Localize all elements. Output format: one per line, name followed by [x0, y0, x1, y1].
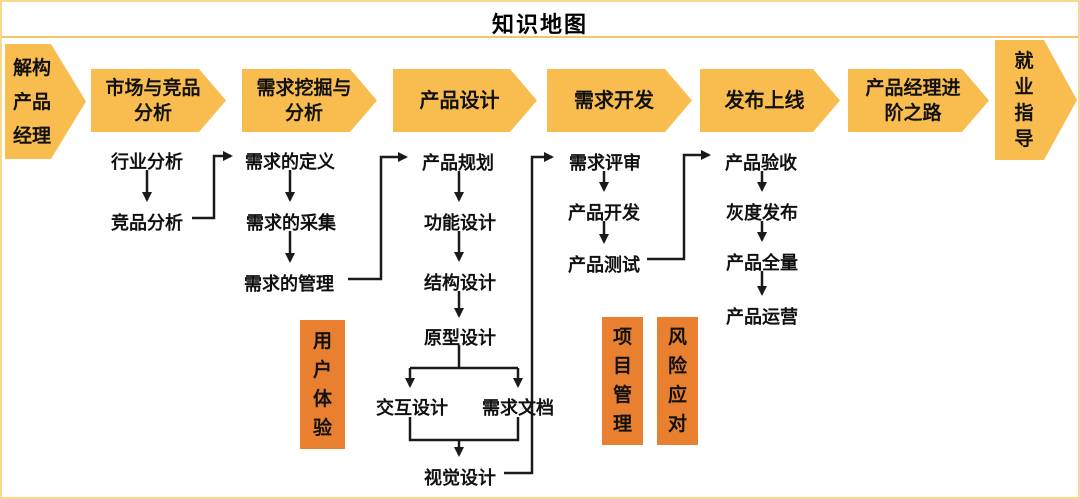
- merge-bar-to-visual: [408, 417, 520, 442]
- stage-market-competitor-analysis: 市场与竞品 分析: [91, 69, 226, 132]
- node-product-operation: 产品运营: [726, 307, 798, 328]
- stage-label-line: 指: [1014, 102, 1034, 124]
- sidebox-label: 用户体验: [312, 329, 332, 439]
- title-separator-line: [2, 36, 1078, 38]
- stage-label-line: 产品设计: [419, 88, 500, 112]
- stage-label-line: 需求挖掘与: [256, 76, 352, 99]
- sidebox-label: 项目管理: [612, 326, 632, 435]
- stage-label-line: 分析: [284, 101, 323, 124]
- stage-label-line: 产品经理进: [865, 76, 961, 99]
- sidebox-user-experience: 用户体验: [300, 320, 345, 449]
- node-function-design: 功能设计: [424, 213, 496, 234]
- node-prototype-design: 原型设计: [424, 328, 496, 349]
- elbow-test-to-acceptance: [647, 150, 711, 261]
- elbow-reqmanage-to-planning: [348, 152, 408, 281]
- stage-label-line: 解构: [12, 56, 51, 79]
- node-structure-design: 结构设计: [424, 273, 496, 294]
- node-product-development: 产品开发: [568, 203, 640, 224]
- node-requirement-review: 需求评审: [569, 153, 641, 174]
- sidebox-risk-response: 风险应对: [657, 317, 698, 445]
- node-requirement-collection: 需求的采集: [246, 213, 336, 234]
- page-title: 知识地图: [491, 13, 588, 38]
- node-requirement-doc: 需求文档: [482, 398, 554, 419]
- stage-label-line: 分析: [133, 101, 172, 124]
- sidebox-project-management: 项目管理: [602, 317, 643, 445]
- stage-label-line: 就: [1014, 50, 1034, 72]
- node-gray-release: 灰度发布: [726, 203, 798, 224]
- stage-requirement-mining: 需求挖掘与 分析: [242, 69, 377, 132]
- stage-product-design: 产品设计: [393, 69, 537, 132]
- node-requirement-management: 需求的管理: [244, 274, 334, 295]
- node-requirement-definition: 需求的定义: [245, 152, 335, 173]
- stage-pm-advanced-path: 产品经理进 阶之路: [848, 69, 989, 132]
- stage-label-line: 市场与竞品: [105, 76, 201, 99]
- node-full-release: 产品全量: [726, 253, 798, 274]
- elbow-competitor-to-reqdef: [192, 151, 233, 220]
- stage-launch: 发布上线: [700, 69, 840, 132]
- stage-label-line: 导: [1014, 128, 1034, 150]
- node-visual-design: 视觉设计: [424, 468, 496, 489]
- node-product-acceptance: 产品验收: [725, 153, 797, 174]
- stage-label-line: 业: [1014, 76, 1034, 98]
- node-industry-analysis: 行业分析: [111, 152, 183, 173]
- node-product-planning: 产品规划: [422, 153, 494, 174]
- node-competitor-analysis: 竞品分析: [111, 213, 183, 234]
- stage-label-line: 经理: [12, 124, 51, 147]
- stage-label-line: 阶之路: [884, 101, 942, 124]
- node-product-testing: 产品测试: [568, 255, 640, 276]
- sidebox-label: 风险应对: [667, 326, 687, 435]
- stage-requirement-development: 需求开发: [547, 69, 692, 132]
- stage-label-line: 产品: [12, 90, 51, 113]
- node-interaction-design: 交互设计: [376, 398, 448, 419]
- stage-label-line: 发布上线: [724, 88, 805, 112]
- elbow-visual-to-review: [504, 152, 554, 475]
- stage-label-line: 需求开发: [574, 88, 654, 112]
